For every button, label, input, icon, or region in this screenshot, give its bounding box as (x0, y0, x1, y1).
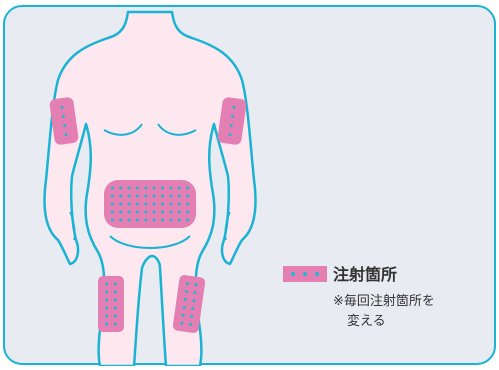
injection-dot (136, 187, 139, 190)
injection-dot (114, 283, 117, 286)
injection-dot (114, 291, 117, 294)
legend-label: 注射箇所 (333, 261, 397, 285)
injection-dot (119, 203, 122, 206)
injection-dot (119, 195, 122, 198)
injection-dot (178, 187, 181, 190)
injection-dot (119, 219, 122, 222)
injection-dot (111, 211, 114, 214)
injection-dot (119, 187, 122, 190)
injection-dot (105, 315, 108, 318)
injection-dot (111, 203, 114, 206)
injection-dot (178, 219, 181, 222)
injection-dot (169, 187, 172, 190)
note-line-2: 変える (333, 312, 483, 332)
injection-dot (119, 211, 122, 214)
injection-dot (169, 203, 172, 206)
injection-dot (153, 219, 156, 222)
injection-dot (169, 211, 172, 214)
injection-dot (161, 203, 164, 206)
dotted-pink-swatch-icon (283, 266, 327, 282)
note-line-1: 毎回注射箇所を (344, 294, 435, 309)
injection-dot (144, 203, 147, 206)
injection-dot (105, 307, 108, 310)
injection-dot (144, 219, 147, 222)
injection-dot (114, 323, 117, 326)
injection-dot (111, 195, 114, 198)
injection-dot (161, 211, 164, 214)
legend-note: ※毎回注射箇所を 変える (333, 292, 483, 332)
injection-dot (153, 211, 156, 214)
injection-dot (136, 211, 139, 214)
injection-dot (178, 195, 181, 198)
site-abdomen-area (104, 180, 196, 228)
injection-dot (105, 283, 108, 286)
injection-dot (186, 187, 189, 190)
injection-dot (128, 195, 131, 198)
injection-dot (186, 219, 189, 222)
injection-dot (111, 219, 114, 222)
injection-dot (136, 203, 139, 206)
injection-dot (128, 211, 131, 214)
injection-dot (114, 307, 117, 310)
injection-dot (128, 203, 131, 206)
injection-dot (178, 211, 181, 214)
injection-dot (105, 323, 108, 326)
injection-dot (114, 315, 117, 318)
injection-dot (161, 187, 164, 190)
legend: 注射箇所 ※毎回注射箇所を 変える (283, 260, 483, 340)
injection-dot (153, 187, 156, 190)
injection-dot (136, 195, 139, 198)
injection-dot (144, 187, 147, 190)
injection-dot (161, 219, 164, 222)
injection-dot (153, 195, 156, 198)
site-thigh-left-area (98, 276, 124, 332)
injection-dot (186, 211, 189, 214)
injection-dot (144, 195, 147, 198)
injection-dot (153, 203, 156, 206)
injection-dot (136, 219, 139, 222)
injection-dot (128, 219, 131, 222)
site-abdomen (104, 180, 196, 228)
injection-dot (105, 299, 108, 302)
injection-dot (161, 195, 164, 198)
injection-dot (128, 187, 131, 190)
injection-dot (169, 195, 172, 198)
site-thigh-left (98, 276, 124, 332)
injection-dot (105, 291, 108, 294)
injection-dot (186, 195, 189, 198)
injection-dot (114, 299, 117, 302)
injection-dot (169, 219, 172, 222)
injection-dot (186, 203, 189, 206)
injection-dot (144, 211, 147, 214)
injection-dot (111, 187, 114, 190)
injection-dot (178, 203, 181, 206)
note-mark: ※ (333, 294, 344, 309)
